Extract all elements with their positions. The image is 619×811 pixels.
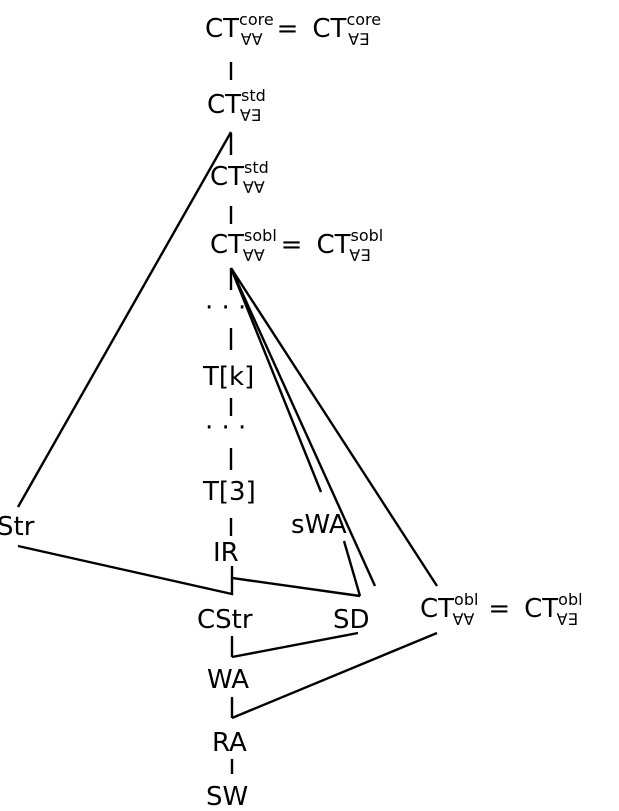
node-wa: WA [207, 665, 249, 695]
node-ct-std-ae: CTstd∀∃ [207, 86, 266, 125]
node-ct-sobl: CTsobl∀∀=CTsobl∀∃ [210, 226, 383, 265]
node-sw: SW [206, 782, 248, 811]
node-ct-std-aa: CTstd∀∀ [210, 158, 269, 197]
node-ct-obl: CTobl∀∀=CTobl∀∃ [420, 590, 583, 629]
edge-sobl-swa [229, 267, 323, 493]
node-ir: IR [213, 538, 239, 568]
node-str: Str [0, 512, 35, 542]
edge-stdae-str [16, 131, 233, 508]
edges [16, 62, 439, 774]
edge-sobl-sd [229, 267, 377, 587]
edge-swa-sd [342, 540, 362, 597]
node-ra: RA [212, 728, 247, 758]
edge-ir-sd [230, 566, 361, 598]
node-dots-lower: · · · [205, 413, 246, 443]
edge-obl-ra [231, 631, 438, 720]
node-t3: T[3] [202, 477, 256, 507]
edge-str-cstr [17, 544, 234, 596]
node-dots-upper: · · · [205, 293, 246, 323]
edge-sobl-obl [229, 267, 439, 587]
nodes: CTcore∀∀=CTcore∀∃ CTstd∀∃ CTstd∀∀ CTsobl… [0, 10, 583, 811]
node-tk: T[k] [202, 362, 254, 392]
edge-sd-wa [231, 631, 359, 659]
node-ct-core: CTcore∀∀=CTcore∀∃ [205, 10, 381, 49]
node-swa: sWA [291, 510, 347, 540]
node-sd: SD [333, 605, 370, 635]
node-cstr: CStr [197, 605, 253, 635]
